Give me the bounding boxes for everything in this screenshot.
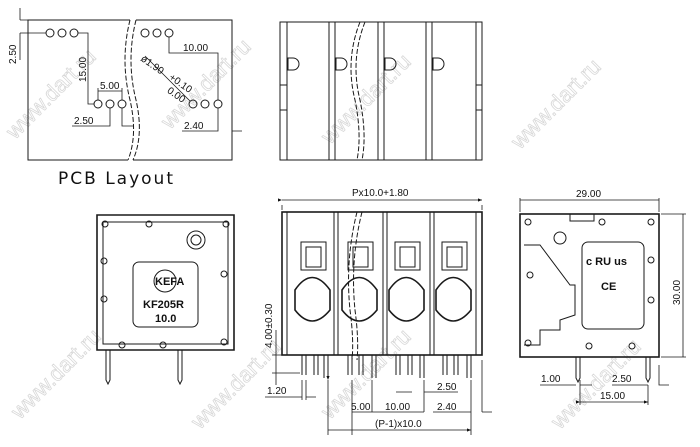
svg-text:15.00: 15.00 [600,391,625,402]
model-label: KF205R [143,299,184,311]
svg-text:4.00±0.30: 4.00±0.30 [264,303,275,348]
ce-mark: CE [601,281,616,293]
svg-text:1.00: 1.00 [541,374,561,385]
end-view: 29.00 c RU us CE 30.00 1.00 2.50 15.00 [519,189,686,405]
svg-text:10.00: 10.00 [183,43,208,54]
svg-text:2.40: 2.40 [437,402,457,413]
pcb-layout-title: PCB Layout [58,169,175,189]
svg-text:5.00: 5.00 [100,81,120,92]
svg-text:1.20: 1.20 [267,386,287,397]
top-view [279,21,483,161]
ul-mark: c RU us [586,256,627,268]
svg-text:www.dart.ru: www.dart.ru [505,54,606,155]
brand-logo: KEFA [155,276,184,288]
pins [301,355,472,378]
svg-text:5.00: 5.00 [351,402,371,413]
pitch-label: 10.0 [155,313,176,325]
svg-text:www.dart.ru: www.dart.ru [315,49,416,150]
svg-text:(P-1)x10.0: (P-1)x10.0 [375,419,422,430]
svg-text:2.50: 2.50 [612,374,632,385]
svg-text:2.50: 2.50 [437,382,457,393]
front-view: KEFA KF205R 10.0 [96,214,235,386]
svg-text:29.00: 29.00 [576,189,601,200]
hole-diameter-callout: ø1.90 +0.10 0.00 [138,53,194,105]
svg-text:2.40: 2.40 [184,121,204,132]
mounting-holes [524,218,655,350]
svg-text:Px10.0+1.80: Px10.0+1.80 [352,188,409,199]
svg-text:2.50: 2.50 [74,116,94,127]
svg-text:10.00: 10.00 [385,402,410,413]
svg-text:2.50: 2.50 [8,44,19,64]
svg-text:30.00: 30.00 [672,280,683,305]
svg-text:www.dart.ru: www.dart.ru [5,324,106,425]
svg-text:15.00: 15.00 [78,57,89,82]
side-view: Px10.0+1.80 4.00±0.30 1.20 2.50 5.0 [264,188,492,435]
mounting-holes [100,220,230,349]
terminal-openings [294,241,472,322]
pcb-holes [45,28,223,109]
svg-text:ø1.90: ø1.90 [138,53,166,77]
